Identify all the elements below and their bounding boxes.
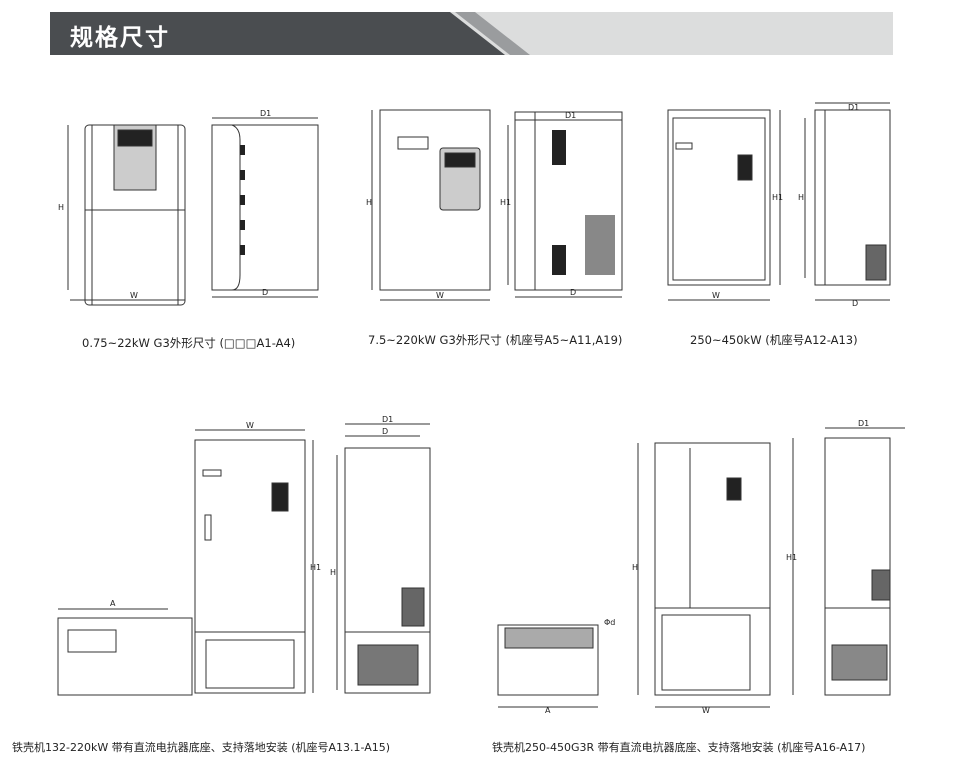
drawing-3-side — [779, 102, 891, 301]
caption-2: 7.5~220kW G3外形尺寸 (机座号A5~A11,A19) — [368, 333, 623, 347]
dim-D1-3: D1 — [848, 103, 859, 112]
dim-H-3: H — [798, 193, 804, 202]
drawing-1-front — [67, 124, 186, 306]
caption-4: 铁壳机132-220kW 带有直流电抗器底座、支持落地安装 (机座号A13.1-… — [12, 741, 391, 754]
dim-D-4: D — [382, 427, 388, 436]
dim-W-2: W — [436, 291, 444, 300]
drawing-4-base-top — [57, 608, 193, 696]
dim-A-5: A — [545, 706, 551, 715]
drawing-5-base-top — [497, 624, 599, 708]
dim-H-1: H — [58, 203, 64, 212]
dim-A-4: A — [110, 599, 116, 608]
caption-5: 铁壳机250-450G3R 带有直流电抗器底座、支持落地安装 (机座号A16-A… — [492, 741, 866, 754]
dim-H1-4: H1 — [310, 563, 321, 572]
dim-D-1: D — [262, 288, 268, 297]
dim-H1-5: H1 — [786, 553, 797, 562]
caption-1: 0.75~22kW G3外形尺寸 (□□□A1-A4) — [82, 336, 296, 350]
dim-D1-1: D1 — [260, 109, 271, 118]
dim-W-4: W — [246, 421, 254, 430]
dim-W-1: W — [130, 291, 138, 300]
drawing-2-side — [507, 111, 623, 298]
dim-H1-2: H1 — [500, 198, 511, 207]
dim-D1-5: D1 — [858, 419, 869, 428]
dim-W-5: W — [702, 706, 710, 715]
dim-D-2: D — [570, 288, 576, 297]
dim-H1-3: H1 — [772, 193, 783, 202]
header-bar — [50, 12, 893, 55]
caption-3: 250~450kW (机座号A12-A13) — [690, 333, 858, 347]
drawing-4-side — [336, 423, 431, 694]
drawing-1-side — [211, 117, 319, 298]
dim-H-5: H — [632, 563, 638, 572]
dim-D1-4: D1 — [382, 415, 393, 424]
drawing-3-front — [667, 109, 771, 301]
drawing-2-front — [371, 109, 491, 301]
drawing-5-side — [792, 427, 905, 696]
dim-D1-2: D1 — [565, 111, 576, 120]
dim-D-3: D — [852, 299, 858, 308]
dim-H-4: H — [330, 568, 336, 577]
drawing-4-front — [194, 429, 314, 694]
page-title: 规格尺寸 — [70, 25, 170, 51]
dim-H-2: H — [366, 198, 372, 207]
dim-d-5: Φd — [604, 618, 615, 627]
dim-W-3: W — [712, 291, 720, 300]
drawing-5-front — [637, 442, 771, 708]
